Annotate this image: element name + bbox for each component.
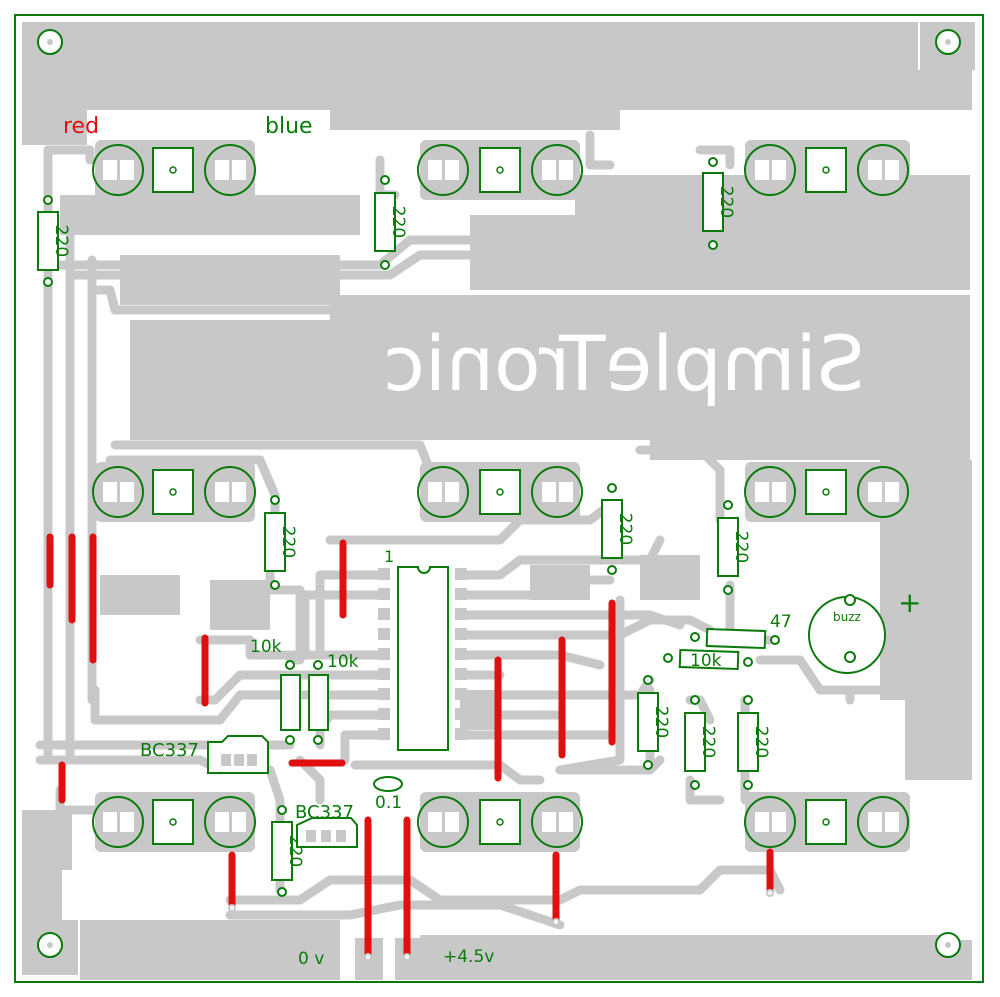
resistor-r6-label: 220 (731, 531, 751, 563)
label-10k-horizontal: 10k (690, 651, 722, 671)
resistor-r5-label: 220 (615, 513, 635, 545)
led-group-mid-right (744, 462, 910, 522)
ic-body (397, 566, 449, 751)
buzzer-plus: + (898, 586, 921, 619)
buzzer-label: buzz (833, 610, 861, 624)
led-group-top-middle (417, 140, 583, 200)
resistor-r2: 220 (374, 175, 408, 270)
jumper-pads (228, 889, 774, 961)
resistor-r4: 220 (264, 495, 298, 590)
led-group-top-right (744, 140, 910, 200)
resistor-47 (690, 627, 780, 650)
resistor-r10: 220 (271, 805, 305, 897)
resistor-r4-label: 220 (278, 526, 298, 558)
label-10k-right: 10k (327, 652, 359, 672)
resistor-r7-label: 220 (651, 706, 671, 738)
resistor-r9-label: 220 (751, 726, 771, 758)
resistors: 220 220 220 220 220 220 (37, 157, 780, 897)
ic-pin1-label: 1 (384, 547, 394, 566)
capacitor-label: 0.1 (375, 793, 402, 813)
resistor-r8-label: 220 (698, 726, 718, 758)
resistor-10k-a (280, 660, 301, 745)
label-4-5v: +4.5v (443, 947, 494, 967)
resistor-r9: 220 (737, 695, 771, 790)
resistor-r6: 220 (717, 500, 751, 595)
transistor-2-label: BC337 (295, 802, 354, 823)
led-footprints (92, 140, 910, 852)
label-red: red (63, 114, 99, 139)
label-0v: 0 v (298, 949, 324, 969)
buzzer: buzz + (808, 586, 921, 674)
resistor-r7: 220 (637, 675, 671, 770)
resistor-r2-label: 220 (388, 206, 408, 238)
label-blue: blue (265, 114, 313, 139)
brand-text-group: SimpleTronic (383, 319, 865, 408)
label-47: 47 (770, 612, 792, 632)
brand-text: SimpleTronic (383, 319, 865, 408)
resistor-10k-b (308, 660, 329, 745)
jumper-wires (46, 533, 774, 961)
transistor-2: BC337 (295, 802, 358, 848)
ic-chip: 1 (378, 547, 467, 751)
label-10k-left: 10k (250, 637, 282, 657)
led-group-bottom-right (744, 792, 910, 852)
copper-pour (22, 22, 972, 980)
resistor-r1-label: 220 (51, 225, 71, 257)
led-group-top-left (92, 140, 256, 200)
led-group-mid-middle (417, 462, 583, 522)
led-group-mid-left (92, 462, 256, 522)
resistor-r8: 220 (684, 695, 718, 790)
resistor-10k-c (663, 648, 753, 671)
capacitor: 0.1 (373, 776, 403, 813)
transistor-1-label: BC337 (140, 740, 199, 761)
resistor-r3-label: 220 (716, 186, 736, 218)
resistor-r5: 220 (601, 483, 635, 575)
resistor-r1: 220 (37, 195, 71, 287)
led-group-bottom-middle (417, 792, 583, 852)
resistor-r3: 220 (702, 157, 736, 250)
mounting-holes (22, 22, 975, 975)
led-group-bottom-left (92, 792, 256, 852)
transistor-1: BC337 (140, 735, 269, 774)
